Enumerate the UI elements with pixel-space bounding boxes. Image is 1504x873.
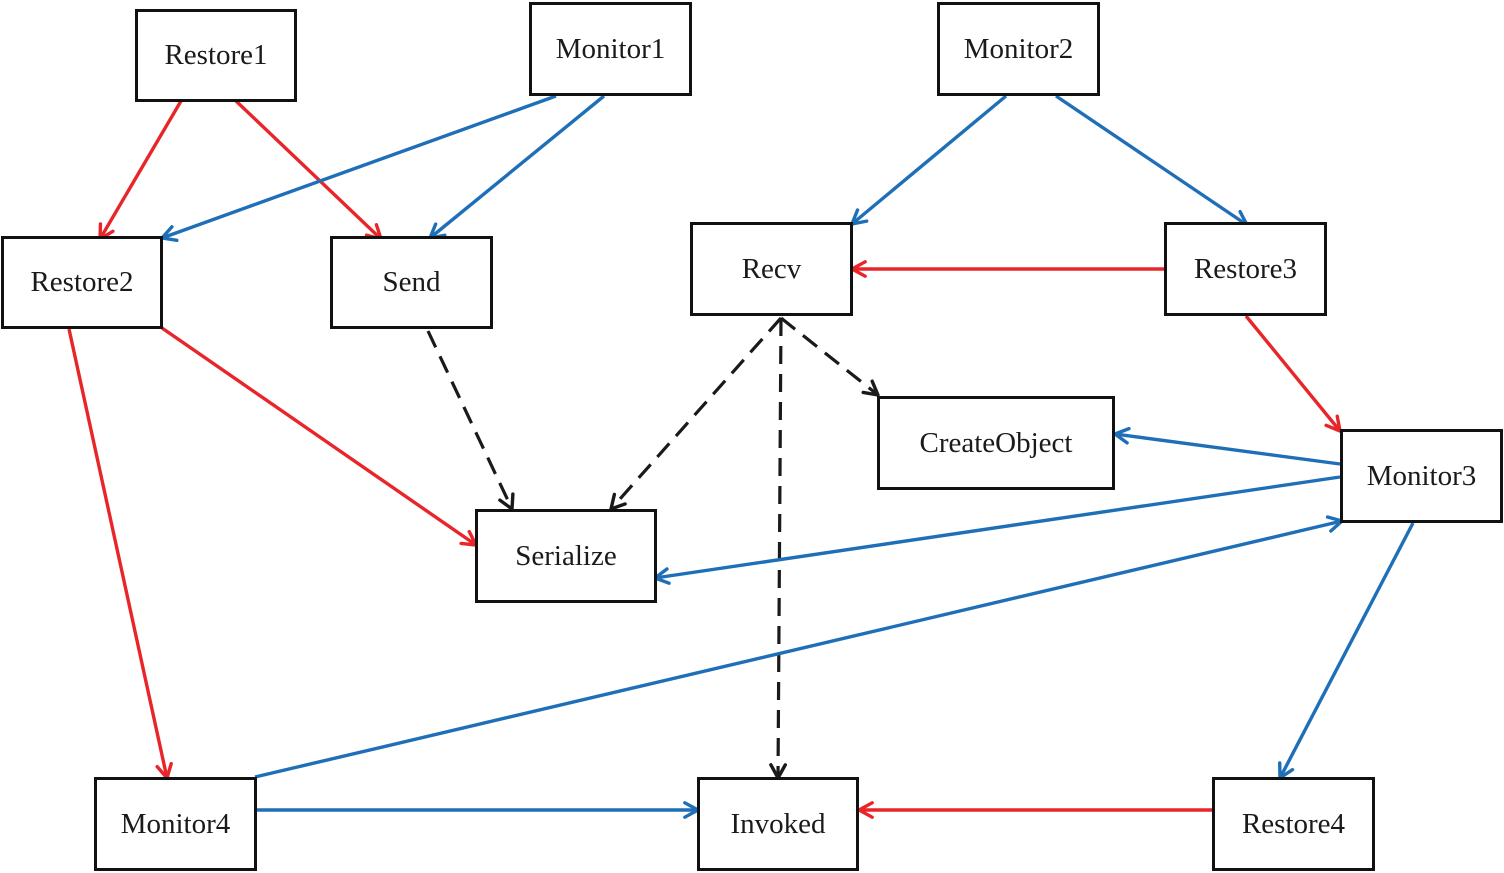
node-label: Restore3 [1193, 252, 1298, 285]
node-label: Serialize [515, 539, 617, 572]
node-restore4[interactable]: Restore4 [1212, 777, 1375, 871]
edge-line [234, 99, 383, 241]
node-monitor1[interactable]: Monitor1 [529, 2, 692, 96]
edge-restore2-to-serialize [161, 326, 478, 547]
node-label: Monitor2 [963, 32, 1074, 65]
arrowhead-icon [1113, 426, 1131, 445]
edge-recv-to-createobject [780, 316, 880, 397]
node-label: CreateObject [919, 426, 1073, 459]
edge-restore4-to-invoked [857, 801, 1212, 819]
edge-line [780, 316, 879, 397]
node-label: Monitor1 [555, 32, 666, 65]
arrowhead-icon [861, 379, 880, 397]
edge-restore3-to-monitor3 [1244, 314, 1342, 433]
edge-restore1-to-send [234, 99, 383, 241]
edge-line [1244, 314, 1342, 433]
node-label: Invoked [730, 807, 826, 840]
node-restore3[interactable]: Restore3 [1164, 222, 1327, 316]
edge-line [1114, 432, 1341, 466]
node-label: Restore4 [1241, 807, 1346, 840]
edge-monitor2-to-restore3 [1055, 94, 1249, 227]
edge-line [776, 317, 783, 779]
edge-line [161, 326, 477, 547]
edge-recv-to-invoked [769, 317, 787, 780]
edge-line [98, 100, 183, 240]
node-monitor3[interactable]: Monitor3 [1340, 429, 1503, 523]
edge-line [426, 330, 514, 510]
node-label: Monitor4 [120, 807, 231, 840]
edge-line [850, 94, 1008, 226]
edge-line [67, 328, 169, 779]
edge-line [654, 475, 1341, 580]
edge-restore2-to-monitor4 [67, 328, 173, 780]
edge-recv-to-serialize [609, 316, 783, 511]
edge-monitor3-to-restore4 [1278, 522, 1415, 780]
edge-monitor4-to-invoked [257, 801, 700, 819]
node-monitor2[interactable]: Monitor2 [937, 2, 1100, 96]
node-label: Recv [741, 252, 802, 285]
arrowhead-icon [857, 801, 874, 819]
node-restore1[interactable]: Restore1 [135, 9, 297, 102]
edge-monitor1-to-send [428, 94, 606, 240]
edge-send-to-serialize [426, 330, 515, 511]
edge-monitor2-to-recv [850, 94, 1008, 226]
edge-restore3-to-recv [850, 260, 1166, 278]
edge-restore1-to-restore2 [98, 100, 183, 241]
edge-monitor3-to-createobject [1113, 426, 1341, 466]
node-label: Restore2 [30, 266, 134, 298]
node-label: Monitor3 [1366, 459, 1477, 492]
node-monitor4[interactable]: Monitor4 [94, 777, 257, 871]
node-restore2[interactable]: Restore2 [1, 236, 163, 329]
node-send[interactable]: Send [330, 236, 493, 329]
node-recv[interactable]: Recv [690, 222, 853, 316]
node-serialize[interactable]: Serialize [475, 509, 657, 603]
edge-line [609, 316, 783, 511]
edge-line [1055, 94, 1248, 227]
edge-line [1278, 522, 1415, 779]
edge-line [428, 94, 606, 240]
edge-line [254, 519, 1343, 779]
node-label: Restore1 [164, 39, 268, 71]
edge-monitor3-to-serialize [653, 475, 1341, 585]
edge-line [161, 94, 557, 240]
node-label: Send [382, 266, 441, 298]
node-createobject[interactable]: CreateObject [877, 396, 1115, 490]
node-invoked[interactable]: Invoked [697, 777, 859, 871]
